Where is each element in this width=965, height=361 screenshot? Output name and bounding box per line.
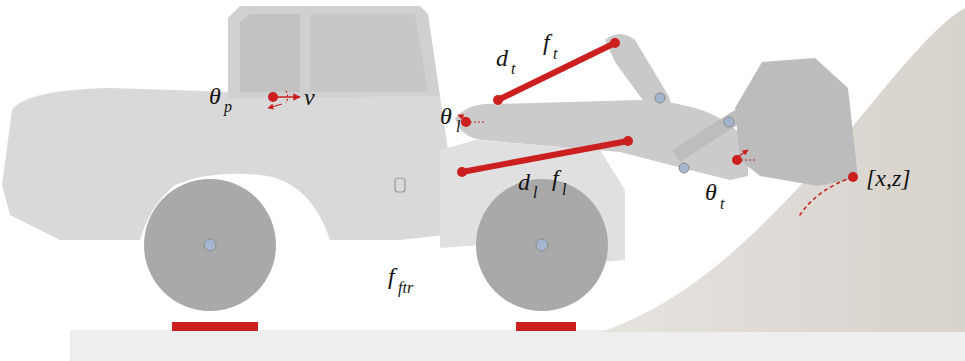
- front-wheel: [476, 179, 608, 311]
- tilt-joint: [732, 155, 742, 165]
- pin: [655, 93, 665, 103]
- cab-window: [240, 14, 300, 92]
- lift-arm: [455, 100, 748, 180]
- symbol-label: d: [518, 170, 530, 194]
- traction-pad: [172, 322, 258, 331]
- pin: [724, 117, 734, 127]
- symbol-label: θ: [440, 104, 452, 128]
- symbol-label: f: [388, 264, 395, 288]
- axis-line: [470, 122, 484, 123]
- joint-dot: [457, 167, 467, 177]
- bucket-tip: [848, 172, 858, 182]
- tilt-link: [672, 110, 742, 162]
- joint-dot: [623, 136, 633, 146]
- subscript-label: t: [720, 196, 724, 212]
- cab-window: [310, 14, 428, 92]
- wheel-hub: [536, 239, 548, 251]
- rotation-arrow: [286, 91, 288, 103]
- joint-dot: [610, 38, 620, 48]
- bucket: [735, 58, 858, 186]
- subscript-label: l: [456, 119, 460, 135]
- wheel-hub: [204, 239, 216, 251]
- subscript-label: l: [533, 185, 537, 201]
- rotation-arrow: [739, 150, 748, 156]
- symbol-label: v: [304, 85, 315, 109]
- traction-pad: [516, 322, 576, 331]
- subscript-label: p: [224, 99, 232, 115]
- symbol-label: f: [543, 30, 550, 54]
- material-pile: [600, 8, 965, 332]
- symbol-label: θ: [705, 180, 717, 204]
- subscript-label: t: [511, 61, 515, 77]
- pin: [679, 163, 689, 173]
- subscript-label: ftr: [398, 280, 413, 296]
- subscript-label: t: [553, 46, 557, 62]
- velocity-arrow: [270, 96, 300, 98]
- symbol-label: f: [552, 166, 559, 190]
- cab: [228, 6, 440, 98]
- subscript-label: l: [562, 182, 566, 198]
- joint-dot: [493, 95, 503, 105]
- symbol-label: θ: [209, 84, 221, 108]
- ground: [70, 330, 965, 361]
- symbol-label: [x,z]: [866, 166, 911, 190]
- lift-cylinder: [462, 141, 628, 172]
- tip-trajectory: [798, 177, 853, 218]
- rotation-arrow: [268, 104, 282, 108]
- hitch-symbol: [395, 178, 405, 192]
- rear-wheel: [144, 179, 276, 311]
- symbol-label: d: [496, 46, 508, 70]
- tilt-cylinder: [498, 43, 615, 100]
- axis-line: [741, 160, 755, 161]
